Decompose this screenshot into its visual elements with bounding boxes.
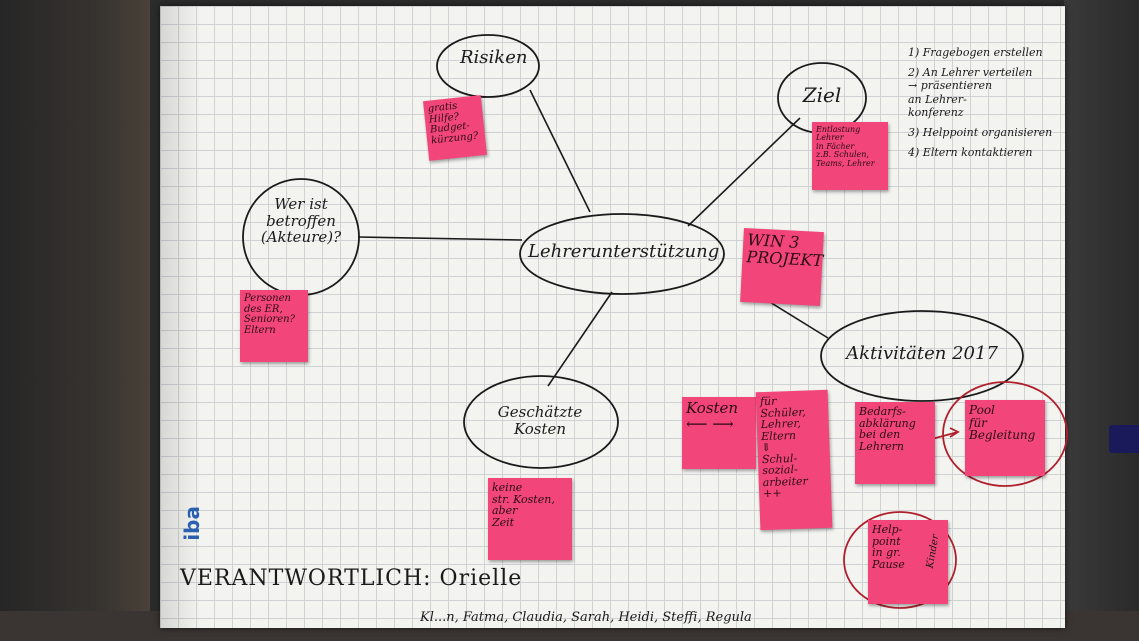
note-personen: Personen des ER, Senioren? Eltern [240, 290, 308, 362]
wer-label: Wer ist betroffen (Akteure)? [260, 195, 342, 246]
note-keine-kosten: keine str. Kosten, aber Zeit [488, 478, 572, 560]
todo-item: 4) Eltern kontaktieren [908, 146, 1033, 160]
aktivitaeten-label: Aktivitäten 2017 [846, 343, 998, 364]
note-schueler: für Schüler, Lehrer, Eltern ⇓ Schul- soz… [755, 389, 833, 531]
ellipse-center [519, 213, 725, 295]
todo-list: 1) Fragebogen erstellen 2) An Lehrer ver… [908, 46, 1058, 166]
note-pool: Pool für Begleitung [965, 400, 1045, 476]
red-circle-helppoint [843, 511, 957, 609]
desk-right [1064, 0, 1139, 641]
ellipse-aktivitaeten [820, 310, 1024, 402]
center-label: Lehrerunterstützung [528, 241, 720, 262]
ziel-label: Ziel [802, 83, 842, 107]
risiken-label: Risiken [460, 47, 528, 68]
line-wer [357, 236, 523, 241]
line-ziel [687, 117, 801, 227]
note-kosten: Kosten ⟵ ⟶ [682, 397, 756, 469]
note-ziel: Entlastung Lehrer in Fächer z.B. Schulen… [812, 122, 888, 190]
line-kosten [547, 291, 613, 387]
verantwortlich-text: VERANTWORTLICH: Orielle [180, 566, 523, 591]
ellipse-kosten [463, 375, 619, 469]
todo-item: 1) Fragebogen erstellen [908, 46, 1043, 59]
todo-item: 2) An Lehrer verteilen → präsentieren an… [908, 66, 1033, 119]
todo-item: 3) Helppoint organisieren [908, 125, 1053, 139]
kosten-label: Geschätzte Kosten [497, 403, 583, 438]
note-helppoint: Help- point in gr. Pause [868, 520, 948, 604]
team-names: Kl...n, Fatma, Claudia, Sarah, Heidi, St… [420, 610, 752, 625]
note-bedarf: Bedarfs- abklärung bei den Lehrern [855, 402, 935, 484]
line-risiken [529, 89, 591, 213]
note-risiken: gratis Hilfe? Budget- kürzung? [423, 95, 487, 161]
iba-logo: iba [180, 506, 204, 541]
note-win3: WIN 3 PROJEKT [740, 227, 824, 307]
red-circle-pool [942, 381, 1068, 487]
desk-left [0, 0, 150, 641]
ellipse-risiken [436, 34, 540, 98]
marker-pen [1109, 425, 1139, 453]
